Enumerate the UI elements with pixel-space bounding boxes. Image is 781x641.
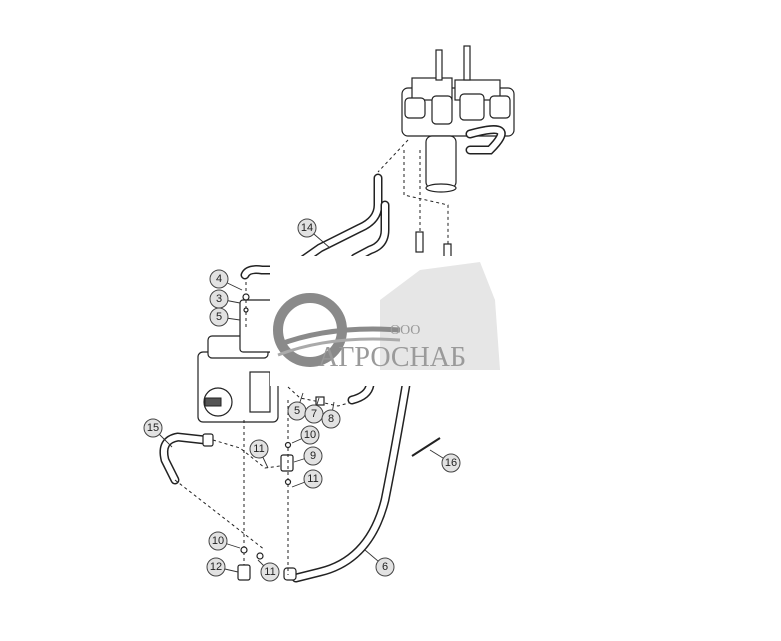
callout-10: 10 — [208, 531, 241, 551]
hydraulic-pump — [197, 299, 279, 423]
callout-circle — [303, 446, 323, 466]
callout-circle — [375, 557, 395, 577]
callout-label: 4 — [216, 273, 222, 285]
callout-label: 11 — [264, 566, 275, 578]
callout-label: 3 — [216, 293, 222, 305]
callout-5: 5 — [209, 307, 241, 327]
valve-block — [401, 45, 515, 137]
callout-14: 14 — [297, 218, 331, 249]
callout-label: 15 — [147, 422, 159, 434]
callout-circle — [208, 531, 228, 551]
callout-label: 8 — [328, 413, 334, 425]
callout-6: 6 — [364, 549, 395, 577]
callout-circle — [209, 307, 229, 327]
callout-circle — [143, 418, 163, 438]
callout-7: 7 — [304, 397, 324, 424]
callout-11: 11 — [249, 439, 269, 469]
callout-label: 10 — [212, 535, 224, 547]
callout-label: 16 — [445, 457, 457, 469]
callout-15: 15 — [143, 418, 173, 448]
callout-label: 11 — [307, 473, 318, 485]
callout-label: 14 — [301, 222, 313, 234]
callout-circle — [441, 453, 461, 473]
callout-circle — [209, 269, 229, 289]
watermark-prefix: ООО — [390, 323, 420, 338]
watermark: ООО АГРОСНАБ — [270, 256, 536, 386]
callout-9: 9 — [293, 446, 323, 466]
callout-11: 11 — [291, 469, 323, 489]
callout-label: 11 — [253, 443, 264, 455]
callout-label: 6 — [382, 561, 388, 573]
callout-3: 3 — [209, 289, 241, 309]
callout-label: 5 — [294, 405, 300, 417]
callout-label: 9 — [310, 450, 316, 462]
callout-circle — [206, 557, 226, 577]
callout-4: 4 — [209, 269, 243, 291]
callout-circle — [249, 439, 269, 459]
callout-8: 8 — [321, 401, 341, 429]
callout-circle — [300, 425, 320, 445]
callout-10: 10 — [291, 425, 320, 445]
watermark-name: АГРОСНАБ — [318, 342, 466, 373]
callout-12: 12 — [206, 557, 239, 577]
callout-circle — [260, 562, 280, 582]
callout-circle — [297, 218, 317, 238]
callout-label: 12 — [210, 561, 222, 573]
filter-canister — [425, 135, 457, 193]
callout-label: 7 — [311, 408, 317, 420]
callout-circle — [321, 409, 341, 429]
callout-label: 5 — [216, 311, 222, 323]
callout-11: 11 — [257, 559, 280, 582]
callout-5: 5 — [287, 392, 307, 421]
callout-16: 16 — [429, 449, 461, 473]
callout-label: 10 — [304, 429, 316, 441]
callout-circle — [303, 469, 323, 489]
